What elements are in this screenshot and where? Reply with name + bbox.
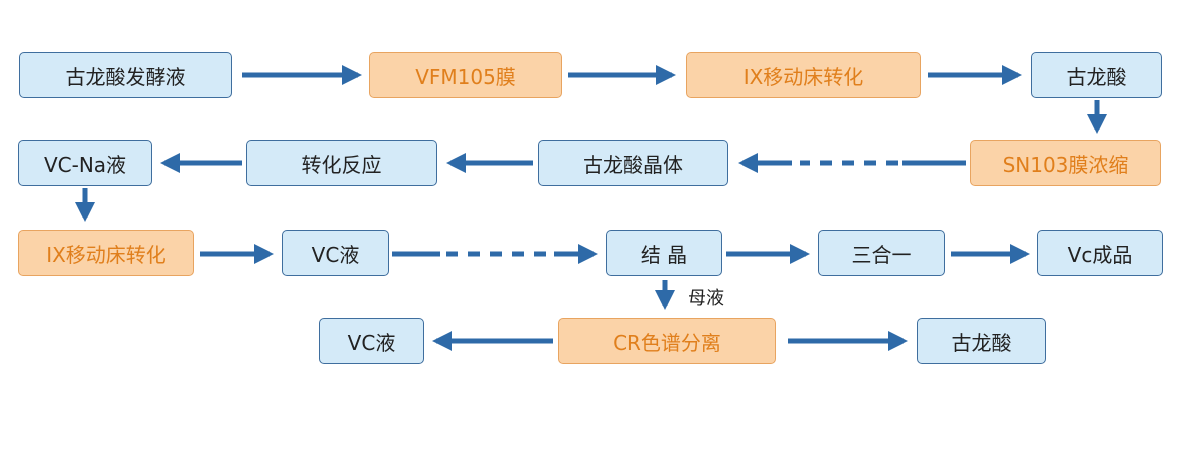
node-vfm105-membrane: VFM105膜 — [369, 52, 562, 98]
node-conversion-reaction: 转化反应 — [246, 140, 437, 186]
node-gulonic-acid: 古龙酸 — [1031, 52, 1162, 98]
node-vc-liquid: VC液 — [282, 230, 389, 276]
node-ix-moving-bed-conversion-2: IX移动床转化 — [18, 230, 194, 276]
node-ix-moving-bed-conversion: IX移动床转化 — [686, 52, 921, 98]
node-three-in-one: 三合一 — [818, 230, 945, 276]
node-gulonic-fermentation-broth: 古龙酸发酵液 — [19, 52, 232, 98]
node-vc-na-liquid: VC-Na液 — [18, 140, 152, 186]
node-sn103-membrane-concentration: SN103膜浓缩 — [970, 140, 1161, 186]
node-vc-product: Vc成品 — [1037, 230, 1163, 276]
edge-label-mother-liquor: 母液 — [688, 288, 724, 309]
node-vc-liquid-2: VC液 — [319, 318, 424, 364]
node-cr-chromatography: CR色谱分离 — [558, 318, 776, 364]
node-gulonic-acid-2: 古龙酸 — [917, 318, 1046, 364]
node-crystallization: 结 晶 — [606, 230, 722, 276]
node-gulonic-acid-crystal: 古龙酸晶体 — [538, 140, 728, 186]
